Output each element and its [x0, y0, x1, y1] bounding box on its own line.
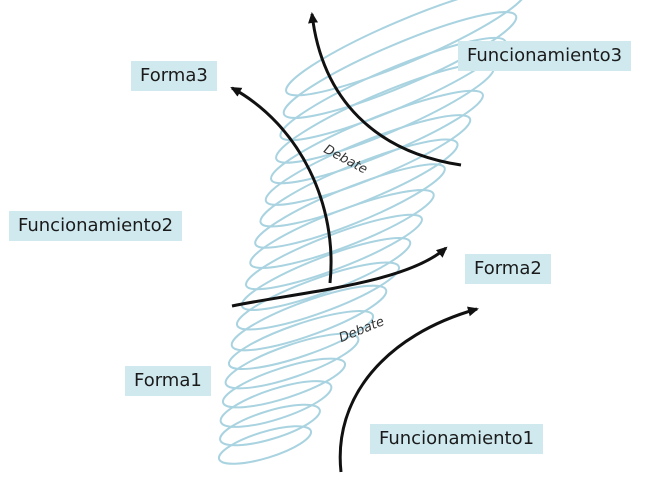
label-funcionamiento1: Funcionamiento1	[370, 424, 544, 454]
spiral-coil-19	[285, 0, 527, 97]
label-funcionamiento3: Funcionamiento3	[458, 41, 632, 71]
label-funcionamiento2: Funcionamiento2	[9, 211, 183, 241]
spiral-coil-8	[235, 261, 401, 331]
label-forma1: Forma1	[125, 366, 211, 396]
spiral-coil-7	[230, 284, 388, 352]
spiral-coil-10	[245, 213, 423, 291]
spiral-coil-14	[264, 114, 472, 206]
spiral-coil-18	[282, 11, 518, 119]
spiral-coil-13	[259, 138, 459, 228]
label-forma2: Forma2	[465, 254, 551, 284]
arrow-forma1-to-forma2	[231, 246, 448, 308]
arrow-funcionamiento3-to-forma3	[308, 12, 462, 167]
spiral-coil-5	[224, 332, 360, 390]
arrow-funcionamiento2-to-forma3	[230, 86, 333, 284]
spiral-coil-1	[217, 425, 313, 465]
arrow-funcionamiento1-to-forma2	[338, 306, 479, 473]
spiral-coil-2	[219, 403, 321, 447]
label-forma3: Forma3	[131, 61, 217, 91]
spiral-coil-3	[219, 380, 333, 428]
spiral-coil-4	[221, 357, 347, 409]
spiral-coil-6	[227, 309, 375, 371]
